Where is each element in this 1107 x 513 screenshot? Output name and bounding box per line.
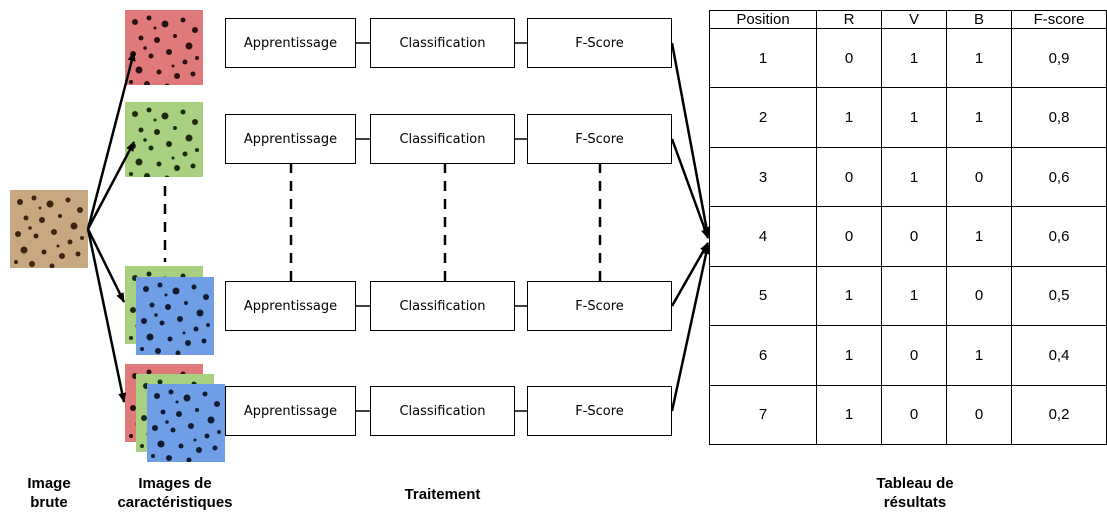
feature-image-stack-3-front <box>147 384 225 462</box>
header-position: Position <box>709 10 817 29</box>
cell-position: 2 <box>709 87 817 148</box>
cell-fscore: 0,9 <box>1011 27 1107 89</box>
feature-image-stack-2-front <box>136 277 214 355</box>
arrow-to-red <box>86 51 136 230</box>
cell-fscore: 0,6 <box>1011 206 1107 267</box>
cell-position: 6 <box>709 325 817 386</box>
fscore-box-2: F-Score <box>527 114 672 164</box>
raw-image <box>10 190 88 268</box>
cell-b: 0 <box>946 384 1012 446</box>
arrow-fscore-2-to-table <box>670 138 710 239</box>
classification-box-4: Classification <box>370 386 515 436</box>
cell-r: 1 <box>816 384 882 446</box>
learning-box-1: Apprentissage <box>225 18 356 68</box>
results-table: Position R V B F-score 1 0 1 1 0,9 2 1 1… <box>709 10 1107 446</box>
cell-b: 1 <box>946 325 1012 386</box>
results-header-row: Position R V B F-score <box>709 10 1107 29</box>
cell-position: 5 <box>709 265 817 327</box>
learning-box-4: Apprentissage <box>225 386 356 436</box>
classification-box-2: Classification <box>370 114 515 164</box>
cell-b: 1 <box>946 206 1012 267</box>
cell-fscore: 0,5 <box>1011 265 1107 327</box>
classification-box-3: Classification <box>370 281 515 331</box>
table-row: 1 0 1 1 0,9 <box>709 27 1107 89</box>
cell-v: 0 <box>881 384 947 446</box>
fscore-box-3: F-Score <box>527 281 672 331</box>
caption-feature-images-line-2: caractéristiques <box>117 494 233 511</box>
cell-r: 0 <box>816 146 882 208</box>
table-row: 5 1 1 0 0,5 <box>709 265 1107 327</box>
caption-raw-image-line-1: Image <box>27 475 71 492</box>
cell-position: 4 <box>709 206 817 267</box>
cell-b: 1 <box>946 27 1012 89</box>
table-row: 4 0 0 1 0,6 <box>709 206 1107 267</box>
arrow-fscore-3-to-table <box>670 242 710 307</box>
table-row: 7 1 0 0 0,2 <box>709 384 1107 446</box>
caption-results-table-line-1: Tableau de <box>876 475 954 492</box>
cell-v: 1 <box>881 265 947 327</box>
arrow-to-stack-3 <box>86 228 127 403</box>
cell-v: 0 <box>881 206 947 267</box>
cell-v: 1 <box>881 87 947 148</box>
arrow-fscore-1-to-table <box>670 42 711 237</box>
caption-raw-image: Image brute <box>4 474 94 512</box>
classification-box-1: Classification <box>370 18 515 68</box>
cell-fscore: 0,2 <box>1011 384 1107 446</box>
feature-image-green <box>125 102 203 177</box>
arrow-to-stack-2 <box>86 228 126 303</box>
cell-r: 1 <box>816 87 882 148</box>
fscore-box-4: F-Score <box>527 386 672 436</box>
cell-r: 0 <box>816 27 882 89</box>
cell-v: 1 <box>881 146 947 208</box>
cell-v: 0 <box>881 325 947 386</box>
cell-b: 0 <box>946 146 1012 208</box>
cell-r: 1 <box>816 325 882 386</box>
header-fscore: F-score <box>1011 10 1107 29</box>
learning-box-3: Apprentissage <box>225 281 356 331</box>
table-row: 6 1 0 1 0,4 <box>709 325 1107 386</box>
cell-r: 0 <box>816 206 882 267</box>
cell-fscore: 0,4 <box>1011 325 1107 386</box>
header-b: B <box>946 10 1012 29</box>
caption-processing: Traitement <box>404 486 481 503</box>
caption-results-table-line-2: résultats <box>883 494 947 511</box>
cell-v: 1 <box>881 27 947 89</box>
header-v: V <box>881 10 947 29</box>
caption-feature-images-line-1: Images de <box>138 475 212 492</box>
cell-position: 7 <box>709 384 817 446</box>
cell-b: 1 <box>946 87 1012 148</box>
caption-results-table: Tableau de résultats <box>840 474 990 512</box>
cell-position: 1 <box>709 27 817 89</box>
cell-position: 3 <box>709 146 817 208</box>
table-row: 2 1 1 1 0,8 <box>709 87 1107 148</box>
arrow-fscore-4-to-table <box>670 244 711 412</box>
cell-b: 0 <box>946 265 1012 327</box>
header-r: R <box>816 10 882 29</box>
arrow-to-green <box>86 141 136 230</box>
feature-image-red <box>125 10 203 85</box>
caption-feature-images: Images de caractéristiques <box>100 474 250 512</box>
fscore-box-1: F-Score <box>527 18 672 68</box>
cell-fscore: 0,8 <box>1011 87 1107 148</box>
cell-r: 1 <box>816 265 882 327</box>
table-row: 3 0 1 0 0,6 <box>709 146 1107 208</box>
learning-box-2: Apprentissage <box>225 114 356 164</box>
caption-raw-image-line-2: brute <box>30 494 68 511</box>
cell-fscore: 0,6 <box>1011 146 1107 208</box>
